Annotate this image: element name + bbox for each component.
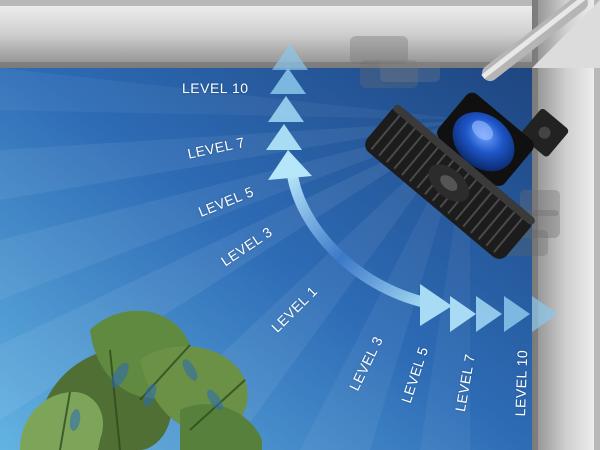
swing-arrows-top — [266, 44, 308, 150]
wave-maker-pump-icon — [365, 92, 569, 259]
level-label-side-10: LEVEL 10 — [512, 349, 531, 417]
level-label-top-10: LEVEL 10 — [182, 80, 249, 96]
swing-arrow-icon — [268, 150, 452, 326]
plant-leaf-icon — [20, 310, 262, 450]
swing-arrows-side — [450, 296, 558, 332]
mount-pole — [481, 0, 588, 82]
